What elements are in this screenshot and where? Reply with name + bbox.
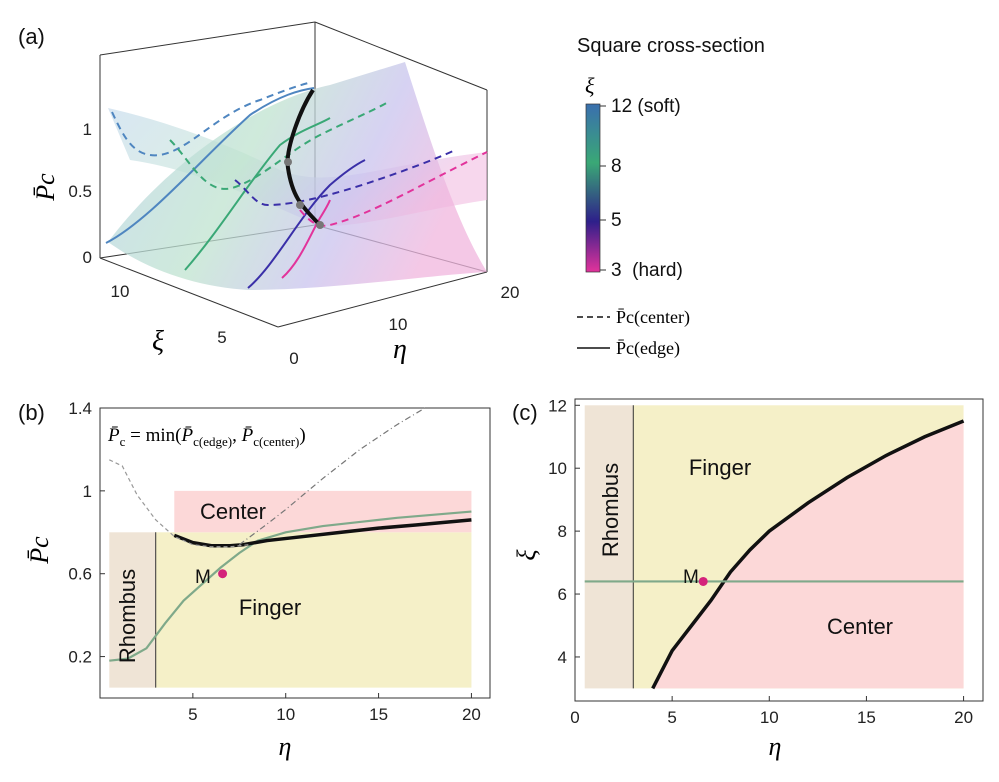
c-x-tick-label: 10 bbox=[760, 708, 779, 727]
transition-curve bbox=[285, 88, 322, 227]
transition-points bbox=[284, 158, 324, 229]
c-regions bbox=[584, 405, 964, 689]
colorbar bbox=[585, 103, 601, 273]
panel-c: (c) Finger Center Rhombus M 0 5 10 15 20 4 6 8… bbox=[512, 396, 984, 761]
panel-a: (a) bbox=[18, 21, 765, 368]
colorbar-tick-label: 3 (hard) bbox=[611, 260, 683, 281]
edge-curve-xi3 bbox=[281, 199, 331, 279]
a-z-tick: 1 bbox=[83, 120, 92, 139]
b-region-finger-label: Finger bbox=[239, 595, 301, 620]
center-curve-xi3 bbox=[299, 151, 488, 227]
b-region-rhombus bbox=[109, 532, 156, 688]
edge-curves bbox=[105, 87, 366, 289]
a-z-label: P̄c bbox=[31, 173, 60, 202]
b-region-center-label: Center bbox=[200, 499, 266, 524]
b-line-edge_green bbox=[109, 510, 472, 662]
c-point-m-label: M bbox=[683, 567, 699, 588]
svg-text:P̄c: P̄c bbox=[31, 173, 60, 202]
b-line-min_black bbox=[173, 518, 472, 548]
edge-curve-xi12 bbox=[105, 87, 315, 244]
b-x-ticks: 5 10 15 20 bbox=[188, 693, 481, 724]
b-y-tick-label: 0.6 bbox=[68, 565, 92, 584]
c-y-tick-label: 6 bbox=[558, 585, 567, 604]
c-y-tick-label: 8 bbox=[558, 522, 567, 541]
c-point-m bbox=[698, 576, 708, 586]
legend-center-label: P̄c(center) bbox=[616, 307, 690, 328]
c-plot-frame bbox=[574, 398, 984, 702]
colorbar-tick-label: 12 (soft) bbox=[611, 96, 681, 117]
c-points bbox=[698, 576, 708, 586]
panel-a-label: (a) bbox=[18, 24, 45, 49]
b-formula: P̄c = min(P̄c(edge), P̄c(center)) bbox=[107, 425, 306, 449]
b-region-finger bbox=[155, 532, 472, 688]
c-region-rhombus bbox=[584, 405, 634, 689]
b-points bbox=[218, 569, 228, 579]
c-x-tick-label: 20 bbox=[954, 708, 973, 727]
edge-curve-xi8 bbox=[184, 117, 331, 271]
a-x-label: η bbox=[393, 334, 407, 365]
b-plot-frame bbox=[99, 407, 491, 699]
c-y-tick-label: 12 bbox=[548, 396, 567, 415]
center-surface bbox=[108, 108, 487, 227]
colorbar-tick-label: 5 bbox=[611, 210, 622, 231]
panel-b: (b) Center Finger Rhombus M P̄c = min(P̄… bbox=[18, 399, 491, 761]
b-point-m bbox=[218, 569, 228, 579]
b-y-label: P̄c bbox=[25, 536, 54, 565]
c-x-tick-label: 15 bbox=[857, 708, 876, 727]
b-region-rhombus-label: Rhombus bbox=[115, 569, 140, 663]
c-x-tick-label: 5 bbox=[667, 708, 676, 727]
b-point-m-label: M bbox=[195, 567, 211, 588]
c-region-center-label: Center bbox=[827, 614, 893, 639]
c-line-boundary bbox=[651, 419, 965, 690]
colorbar-ticks bbox=[600, 105, 606, 271]
c-lines bbox=[584, 419, 965, 690]
c-y-tick-label: 10 bbox=[548, 459, 567, 478]
edge-curve-xi5 bbox=[247, 159, 366, 289]
b-y-tick-label: 1 bbox=[83, 482, 92, 501]
c-x-label: η bbox=[769, 732, 782, 761]
transition-point-xi8 bbox=[284, 158, 292, 166]
b-x-tick-label: 15 bbox=[369, 705, 388, 724]
b-y-tick-label: 1.4 bbox=[68, 399, 92, 418]
c-region-center bbox=[652, 421, 964, 689]
b-x-label: η bbox=[279, 732, 292, 761]
center-curves bbox=[111, 81, 488, 227]
a-z-tick: 0 bbox=[83, 248, 92, 267]
b-lines bbox=[109, 407, 472, 662]
panel-b-label: (b) bbox=[18, 400, 45, 425]
center-curve-xi12 bbox=[111, 81, 313, 157]
c-y-ticks: 4 6 8 10 12 bbox=[548, 396, 580, 667]
a-x-tick: 20 bbox=[501, 283, 520, 302]
b-regions bbox=[109, 490, 472, 688]
c-region-rhombus-label: Rhombus bbox=[598, 463, 623, 557]
c-y-label: ξ bbox=[512, 549, 541, 561]
a-title: Square cross-section bbox=[577, 35, 765, 57]
transition-point-xi5 bbox=[296, 201, 304, 209]
panel-c-label: (c) bbox=[512, 400, 538, 425]
a-y-tick: 10 bbox=[111, 282, 130, 301]
colorbar-tick-label: 8 bbox=[611, 156, 622, 177]
a-y-tick: 5 bbox=[217, 328, 226, 347]
center-curve-xi5 bbox=[234, 149, 456, 207]
b-x-tick-label: 5 bbox=[188, 705, 197, 724]
b-line-edge_dashdot bbox=[238, 407, 426, 546]
b-x-tick-label: 20 bbox=[462, 705, 481, 724]
a-x-tick: 10 bbox=[389, 315, 408, 334]
b-y-tick-label: 0.2 bbox=[68, 648, 92, 667]
b-y-ticks: 0.2 0.6 1 1.4 bbox=[68, 399, 105, 667]
a-y-label: ξ bbox=[152, 326, 164, 357]
b-line-center_dashed bbox=[109, 459, 249, 548]
c-y-tick-label: 4 bbox=[558, 648, 567, 667]
c-x-ticks: 0 5 10 15 20 bbox=[570, 696, 973, 727]
colorbar-label: ξ bbox=[585, 73, 595, 98]
a-x-tick: 0 bbox=[289, 349, 298, 368]
a-z-tick: 0.5 bbox=[68, 182, 92, 201]
c-region-finger-label: Finger bbox=[689, 455, 751, 480]
c-x-tick-label: 0 bbox=[570, 708, 579, 727]
transition-point-xi3 bbox=[316, 221, 324, 229]
legend-edge-label: P̄c(edge) bbox=[616, 338, 680, 359]
b-x-tick-label: 10 bbox=[276, 705, 295, 724]
